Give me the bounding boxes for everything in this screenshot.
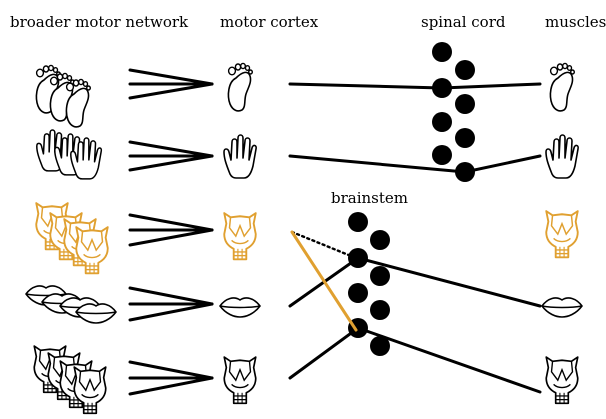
projection-larynx-highlight (290, 230, 358, 332)
network-lips-icon-cluster (25, 285, 117, 324)
fan-row-foot (128, 68, 214, 100)
projection-foot (288, 82, 542, 90)
cortex-larynx-icon (223, 356, 257, 405)
projection-hand (288, 154, 542, 174)
projection-larynx (288, 326, 542, 394)
network-hand-icon-cluster (36, 129, 103, 180)
muscle-larynx-icon-highlight (545, 210, 579, 259)
cortex-to-muscle-projections (288, 82, 542, 394)
header-spinal-cord: spinal cord (421, 13, 506, 31)
cortex-lips-icon (219, 297, 261, 318)
muscle-foot-icon (549, 62, 576, 112)
projection-larynx-dotted (290, 230, 358, 260)
fan-row-hand (128, 140, 214, 172)
header-broader-motor-network: broader motor network (10, 13, 189, 31)
fan-row-lips (128, 286, 214, 322)
header-brainstem: brainstem (331, 189, 408, 207)
fan-row-larynx (128, 360, 214, 396)
muscle-lips-icon (541, 297, 583, 318)
muscle-hand-icon (545, 134, 579, 179)
fan-row-larynx-highlight (128, 213, 214, 247)
network-larynx-icon-cluster (33, 345, 107, 415)
motor-cortex-icons (219, 62, 261, 405)
spinal-cord-nuclei (432, 42, 475, 182)
muscle-larynx-icon (545, 356, 579, 405)
network-foot-icon-cluster (35, 64, 92, 128)
header-muscles: muscles (545, 13, 606, 31)
brainstem-nuclei (348, 212, 390, 356)
cortex-hand-icon (223, 134, 257, 179)
cortex-larynx-icon-highlight (223, 212, 257, 261)
network-to-cortex-connections (128, 68, 214, 396)
projection-lips-direct (288, 256, 542, 308)
network-larynx-icon-cluster-highlight (35, 202, 109, 275)
muscle-icons (541, 62, 583, 405)
cortex-foot-icon (227, 62, 254, 112)
header-motor-cortex: motor cortex (220, 13, 319, 31)
